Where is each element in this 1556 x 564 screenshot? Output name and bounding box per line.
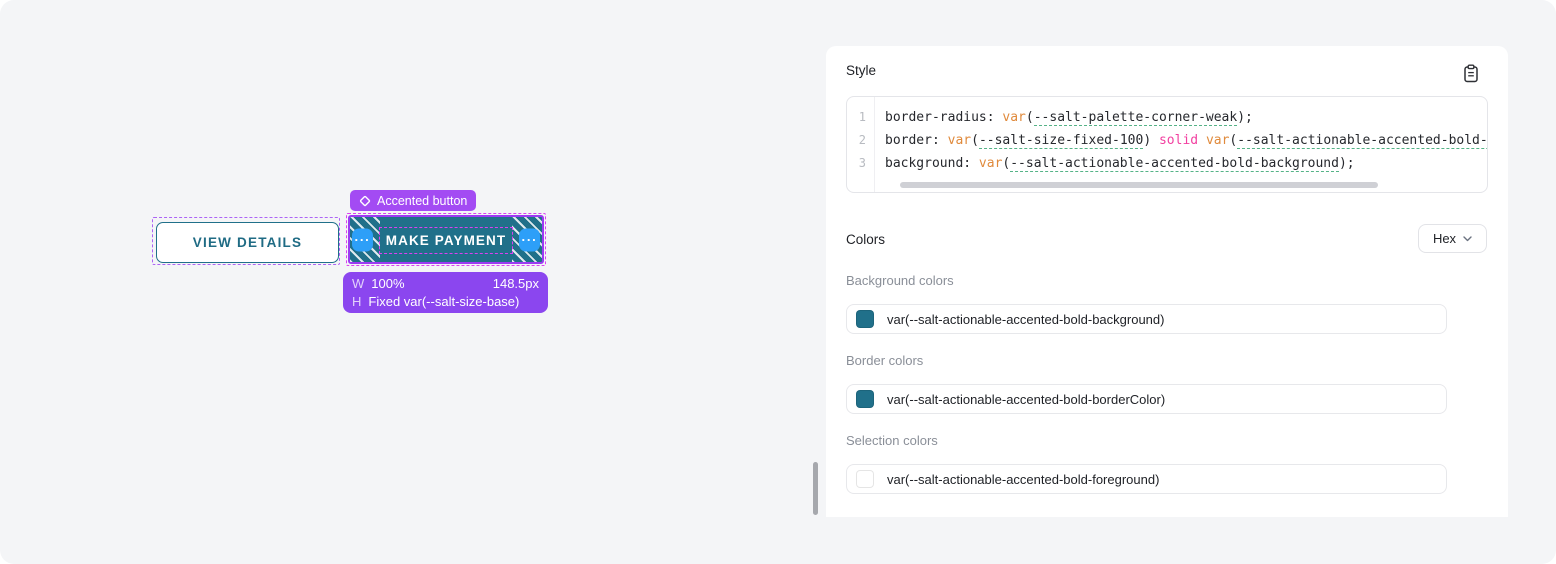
horizontal-scrollbar-thumb[interactable] bbox=[900, 182, 1378, 188]
code-token: ); bbox=[1338, 156, 1355, 171]
code-token: ( bbox=[971, 133, 979, 148]
view-details-label: VIEW DETAILS bbox=[192, 235, 303, 250]
css-variable-token[interactable]: --salt-palette-corner-weak bbox=[1033, 110, 1238, 126]
height-value: Fixed var(--salt-size-base) bbox=[368, 294, 520, 309]
color-swatch bbox=[856, 390, 874, 408]
component-instance-badge[interactable]: Accented button bbox=[350, 190, 477, 211]
css-variable-token[interactable]: --salt-size-fixed-100 bbox=[978, 133, 1144, 149]
color-row[interactable]: var(--salt-actionable-accented-bold-fore… bbox=[846, 464, 1447, 494]
primary-label-bounds: MAKE PAYMENT bbox=[379, 227, 513, 254]
code-line: border: var(--salt-size-fixed-100) solid… bbox=[885, 129, 1487, 152]
color-group-label: Background colors bbox=[846, 273, 954, 288]
secondary-button-selection-outline bbox=[152, 217, 340, 265]
code-line: background: var(--salt-actionable-accent… bbox=[885, 152, 1487, 175]
width-pixels: 148.5px bbox=[492, 276, 539, 291]
color-group: Selection colors var(--salt-actionable-ac… bbox=[846, 433, 1447, 494]
code-token bbox=[1198, 133, 1206, 148]
code-token: var bbox=[978, 156, 1003, 171]
vertical-scrollbar-thumb[interactable] bbox=[813, 462, 818, 515]
code-token: var bbox=[947, 133, 972, 148]
make-payment-label: MAKE PAYMENT bbox=[385, 233, 507, 248]
line-number: 2 bbox=[858, 133, 866, 147]
code-token: var bbox=[1205, 133, 1230, 148]
color-value: var(--salt-actionable-accented-bold-bord… bbox=[887, 391, 1166, 407]
colors-section-title: Colors bbox=[846, 232, 886, 247]
view-details-button[interactable]: VIEW DETAILS bbox=[156, 222, 339, 263]
width-value: 100% bbox=[371, 276, 405, 291]
color-value: var(--salt-actionable-accented-bold-fore… bbox=[887, 471, 1160, 487]
width-measure-row: W 100% 148.5px bbox=[352, 276, 539, 291]
css-variable-token[interactable]: --salt-actionable-accented-bold-backgrou… bbox=[1010, 156, 1339, 172]
line-number: 1 bbox=[858, 110, 866, 124]
chevron-down-icon bbox=[1463, 235, 1472, 241]
color-groups: Background colors var(--salt-actionable-a… bbox=[846, 270, 1447, 494]
handle-dots-icon: ··· bbox=[521, 232, 538, 247]
code-token: var bbox=[1002, 110, 1026, 125]
code-line: border-radius: var(--salt-palette-corner… bbox=[885, 106, 1487, 129]
color-format-dropdown[interactable]: Hex bbox=[1418, 224, 1487, 253]
color-group: Border colors var(--salt-actionable-accen… bbox=[846, 353, 1447, 414]
style-section-title: Style bbox=[846, 63, 877, 78]
color-row[interactable]: var(--salt-actionable-accented-bold-back… bbox=[846, 304, 1447, 334]
line-number: 3 bbox=[858, 156, 866, 170]
code-token: ( bbox=[1025, 110, 1034, 125]
code-token: ); bbox=[1237, 110, 1253, 125]
code-token: solid bbox=[1158, 133, 1199, 148]
height-key: H bbox=[352, 294, 362, 309]
copy-styles-button[interactable] bbox=[1460, 61, 1482, 85]
color-group: Background colors var(--salt-actionable-a… bbox=[846, 273, 1447, 334]
primary-button-measure-outline bbox=[346, 213, 546, 266]
component-badge-label: Accented button bbox=[377, 193, 468, 208]
handle-dots-icon: ··· bbox=[354, 232, 371, 247]
make-payment-button[interactable]: MAKE PAYMENT ··· ··· bbox=[348, 215, 544, 264]
color-group-label: Selection colors bbox=[846, 433, 938, 448]
code-token: border: bbox=[885, 133, 948, 148]
code-lines: border-radius: var(--salt-palette-corner… bbox=[875, 97, 1487, 192]
code-token: background: bbox=[885, 156, 979, 171]
color-swatch bbox=[856, 310, 874, 328]
css-variable-token[interactable]: --salt-actionable-accented-bold-borderCo… bbox=[1237, 133, 1487, 149]
color-format-value: Hex bbox=[1432, 231, 1457, 246]
code-line-numbers: 1 2 3 bbox=[847, 97, 875, 192]
code-token: ) bbox=[1143, 133, 1159, 148]
color-row[interactable]: var(--salt-actionable-accented-bold-bord… bbox=[846, 384, 1447, 414]
diamond-icon bbox=[359, 195, 371, 206]
height-measure-row: H Fixed var(--salt-size-base) bbox=[352, 294, 539, 309]
color-value: var(--salt-actionable-accented-bold-back… bbox=[887, 311, 1165, 327]
size-measurement-tooltip: W 100% 148.5px H Fixed var(--salt-size-b… bbox=[343, 272, 548, 313]
color-group-label: Border colors bbox=[846, 353, 924, 368]
clipboard-icon bbox=[1464, 64, 1478, 82]
code-token: ( bbox=[1229, 133, 1238, 148]
resize-handle-left[interactable]: ··· bbox=[352, 228, 373, 251]
code-token: ( bbox=[1002, 156, 1011, 171]
code-token: border-radius: bbox=[885, 110, 1003, 125]
width-key: W bbox=[352, 276, 365, 291]
resize-handle-right[interactable]: ··· bbox=[519, 228, 540, 251]
color-swatch bbox=[856, 470, 874, 488]
